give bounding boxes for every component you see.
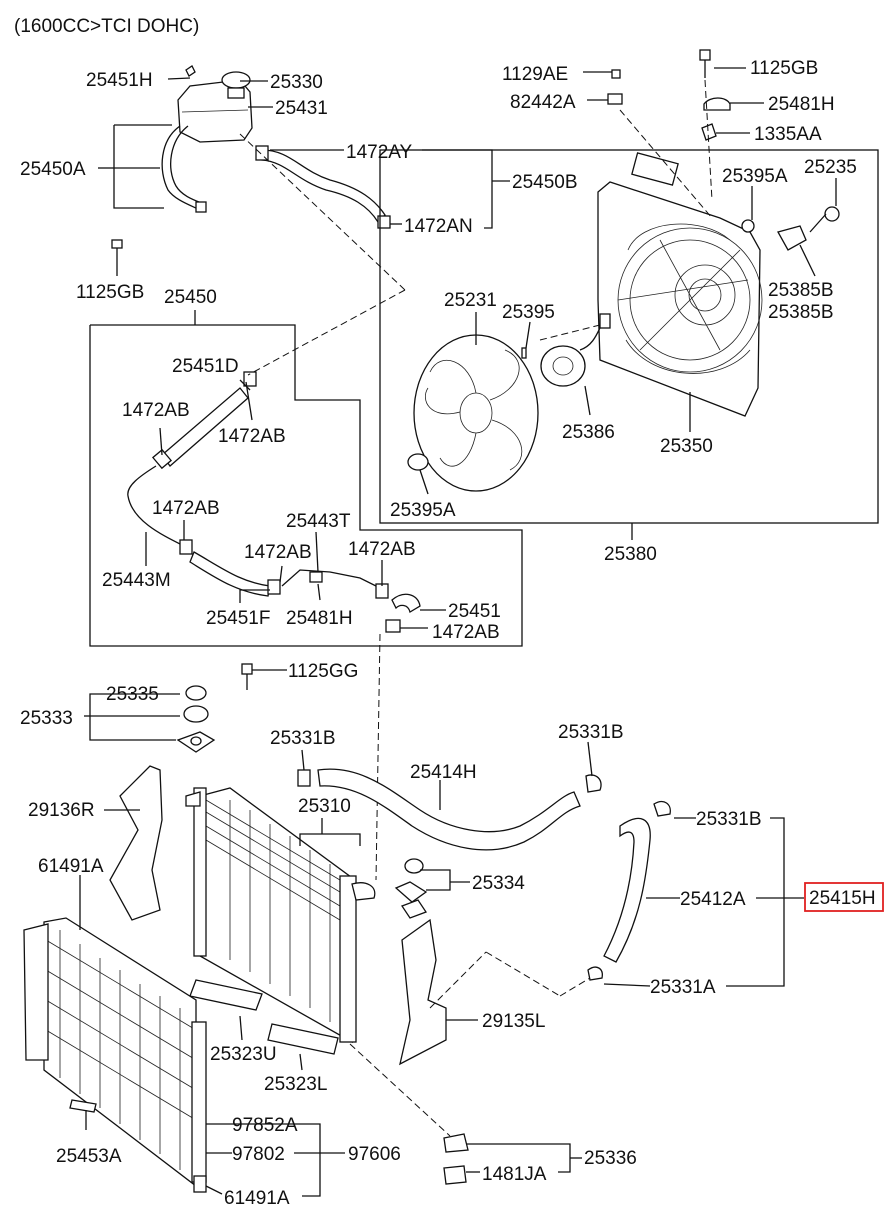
label-1472AB-a: 1472AB (122, 400, 190, 421)
label-25453A: 25453A (56, 1146, 122, 1167)
label-1472AB-f: 1472AB (432, 622, 500, 643)
label-25415H: 25415H (809, 888, 876, 909)
label-25431: 25431 (275, 98, 328, 119)
label-1472AB-e: 1472AB (348, 539, 416, 560)
label-25330: 25330 (270, 72, 323, 93)
lower-hose-25412A (587, 800, 671, 981)
label-25443T: 25443T (286, 511, 351, 532)
label-25380: 25380 (604, 544, 657, 565)
label-25335: 25335 (106, 684, 159, 705)
label-25451: 25451 (448, 601, 501, 622)
label-97606: 97606 (348, 1144, 401, 1165)
label-25395A-bottom: 25395A (390, 500, 456, 521)
radiator-mounts-25334 (394, 858, 428, 919)
bracket-25481H-top (607, 49, 731, 186)
engine-spec-header: (1600CC>TCI DOHC) (14, 16, 199, 37)
label-1472AY: 1472AY (346, 142, 413, 163)
label-25414H: 25414H (410, 762, 477, 783)
highlight-25415H (804, 882, 884, 912)
label-1335AA: 1335AA (754, 124, 822, 145)
label-25323L: 25323L (264, 1074, 327, 1095)
seals-25323 (189, 979, 339, 1055)
label-25334: 25334 (472, 873, 525, 894)
label-61491A-top: 61491A (38, 856, 104, 877)
air-guard-29135L (399, 918, 447, 1066)
label-1472AB-c: 1472AB (152, 498, 220, 519)
bolt-1125GB-left (111, 239, 123, 262)
label-1472AB-b: 1472AB (218, 426, 286, 447)
label-25331B-right: 25331B (558, 722, 624, 743)
label-25331B-left: 25331B (270, 728, 336, 749)
label-25331B-lower: 25331B (696, 809, 762, 830)
radiator-25310 (185, 787, 376, 1044)
label-1129AE: 1129AE (502, 64, 568, 85)
label-25350: 25350 (660, 436, 713, 457)
label-82442A: 82442A (510, 92, 576, 113)
air-guard-29136R (109, 765, 163, 921)
label-29135L: 29135L (482, 1011, 545, 1032)
hoses-25443-25451 (127, 371, 421, 633)
label-25412A: 25412A (680, 889, 746, 910)
upper-hose-25414H (297, 768, 602, 851)
label-25481H-mid: 25481H (286, 608, 353, 629)
label-1125GB-right: 1125GB (750, 58, 818, 79)
label-25333: 25333 (20, 708, 73, 729)
nuts-25395 (407, 219, 755, 471)
label-25481H-top: 25481H (768, 94, 835, 115)
label-25451F: 25451F (206, 608, 270, 629)
resistor-25385B (777, 206, 840, 251)
label-1472AN: 1472AN (404, 216, 473, 237)
label-25450A: 25450A (20, 159, 86, 180)
label-25310: 25310 (298, 796, 351, 817)
label-97802: 97802 (232, 1144, 285, 1165)
cover-nuts-25336 (443, 1133, 469, 1185)
label-1125GB-left: 1125GB (76, 282, 144, 303)
radiator-cap-mounts (176, 663, 253, 753)
label-25323U: 25323U (210, 1044, 277, 1065)
reservoir-tank (177, 65, 253, 143)
reservoir-hose-25450B (255, 145, 391, 229)
condenser-97606 (23, 917, 207, 1193)
label-1481JA: 1481JA (482, 1164, 547, 1185)
label-25231: 25231 (444, 290, 497, 311)
label-25385B-2: 25385B (768, 302, 834, 323)
fan-assembly-box-25380 (379, 149, 879, 524)
label-97852A: 97852A (232, 1115, 298, 1136)
label-25451D: 25451D (172, 356, 239, 377)
label-25450B: 25450B (512, 172, 578, 193)
label-29136R: 29136R (28, 800, 95, 821)
label-25331A: 25331A (650, 977, 716, 998)
overflow-hose-25450A (161, 125, 207, 213)
label-25235: 25235 (804, 157, 857, 178)
label-25386: 25386 (562, 422, 615, 443)
label-1472AB-d: 1472AB (244, 542, 312, 563)
label-25443M: 25443M (102, 570, 171, 591)
label-25336: 25336 (584, 1148, 637, 1169)
fan-shroud-25350 (597, 181, 763, 417)
label-25451H-top: 25451H (86, 70, 153, 91)
label-25395: 25395 (502, 302, 555, 323)
fan-motor-25386 (540, 313, 611, 387)
fan-blade-25231 (413, 334, 539, 492)
label-61491A-bottom: 61491A (224, 1188, 290, 1209)
label-25385B-1: 25385B (768, 280, 834, 301)
label-25450: 25450 (164, 287, 217, 308)
label-1125GG: 1125GG (288, 661, 358, 682)
label-25395A-top: 25395A (722, 166, 788, 187)
